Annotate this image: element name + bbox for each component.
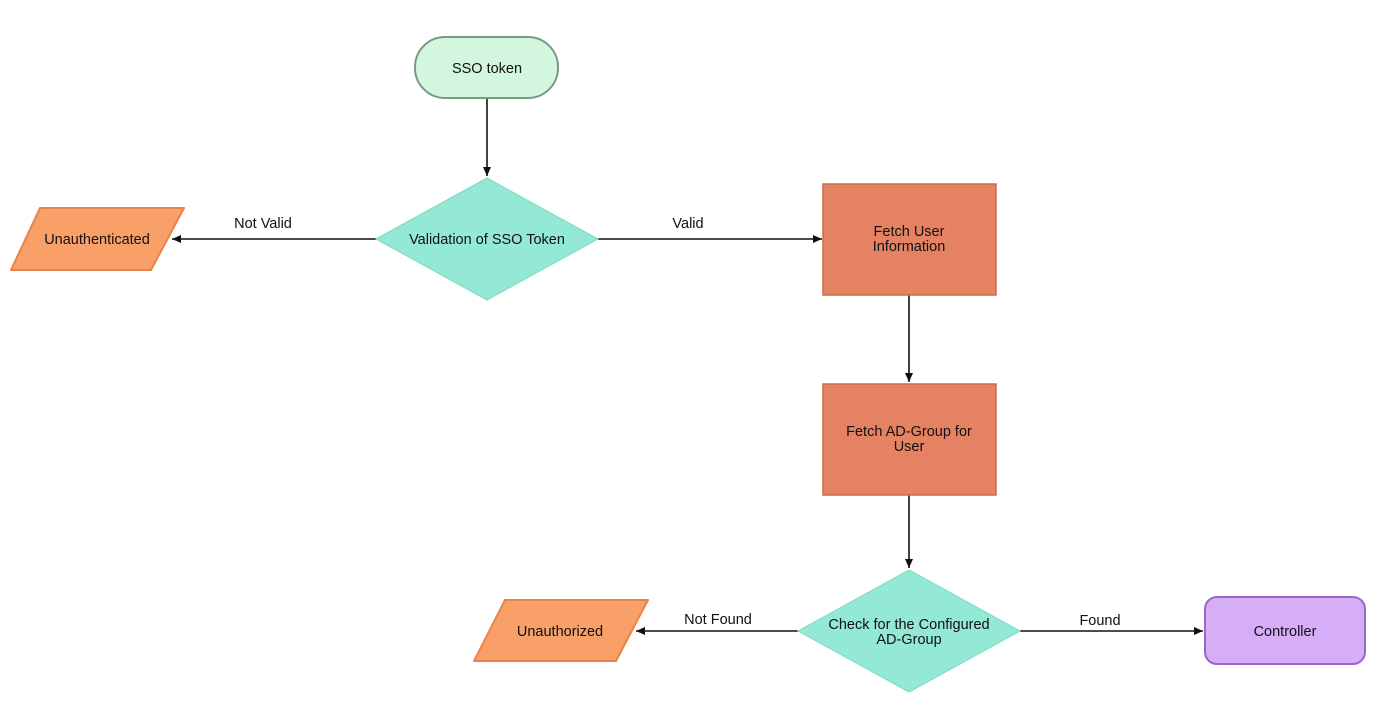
node-validation: Validation of SSO Token xyxy=(374,177,600,301)
decision-shape xyxy=(374,177,600,301)
node-fetch-ad-group: Fetch AD-Group for User xyxy=(822,383,997,496)
node-controller: Controller xyxy=(1204,596,1366,665)
node-unauthenticated: Unauthenticated xyxy=(10,207,185,271)
node-label-validation: Validation of SSO Token xyxy=(409,232,565,248)
node-check-ad-group: Check for the Configured AD-Group xyxy=(796,569,1022,693)
edge-label-not-valid: Not Valid xyxy=(234,216,292,232)
node-label-sso-token: SSO token xyxy=(452,61,522,77)
terminator-shape xyxy=(414,36,559,99)
io-shape xyxy=(10,207,185,271)
node-label-controller: Controller xyxy=(1254,624,1317,640)
node-fetch-user-information: Fetch User Information xyxy=(822,183,997,296)
node-label-fetch-group-line1: Fetch AD-Group for xyxy=(846,424,972,440)
node-label-fetch-group-line2: User xyxy=(894,439,925,455)
io-shape xyxy=(473,599,649,662)
node-label-unauthenticated: Unauthenticated xyxy=(44,232,150,248)
edge-label-valid: Valid xyxy=(672,216,703,232)
node-label-check-line2: AD-Group xyxy=(876,632,941,648)
node-label-fetch-user-line1: Fetch User xyxy=(874,224,945,240)
edge-labels: Not Valid Valid Not Found Found xyxy=(234,216,1120,629)
node-unauthorized: Unauthorized xyxy=(473,599,649,662)
end-shape xyxy=(1204,596,1366,665)
edge-label-not-found: Not Found xyxy=(684,612,752,628)
node-sso-token: SSO token xyxy=(414,36,559,99)
edges xyxy=(172,98,1203,635)
node-label-fetch-user-line2: Information xyxy=(873,239,946,255)
node-label-check-line1: Check for the Configured xyxy=(828,617,989,633)
node-label-unauthorized: Unauthorized xyxy=(517,624,603,640)
decision-shape xyxy=(796,569,1022,693)
process-shape xyxy=(822,383,997,496)
edge-label-found: Found xyxy=(1079,613,1120,629)
process-shape xyxy=(822,183,997,296)
